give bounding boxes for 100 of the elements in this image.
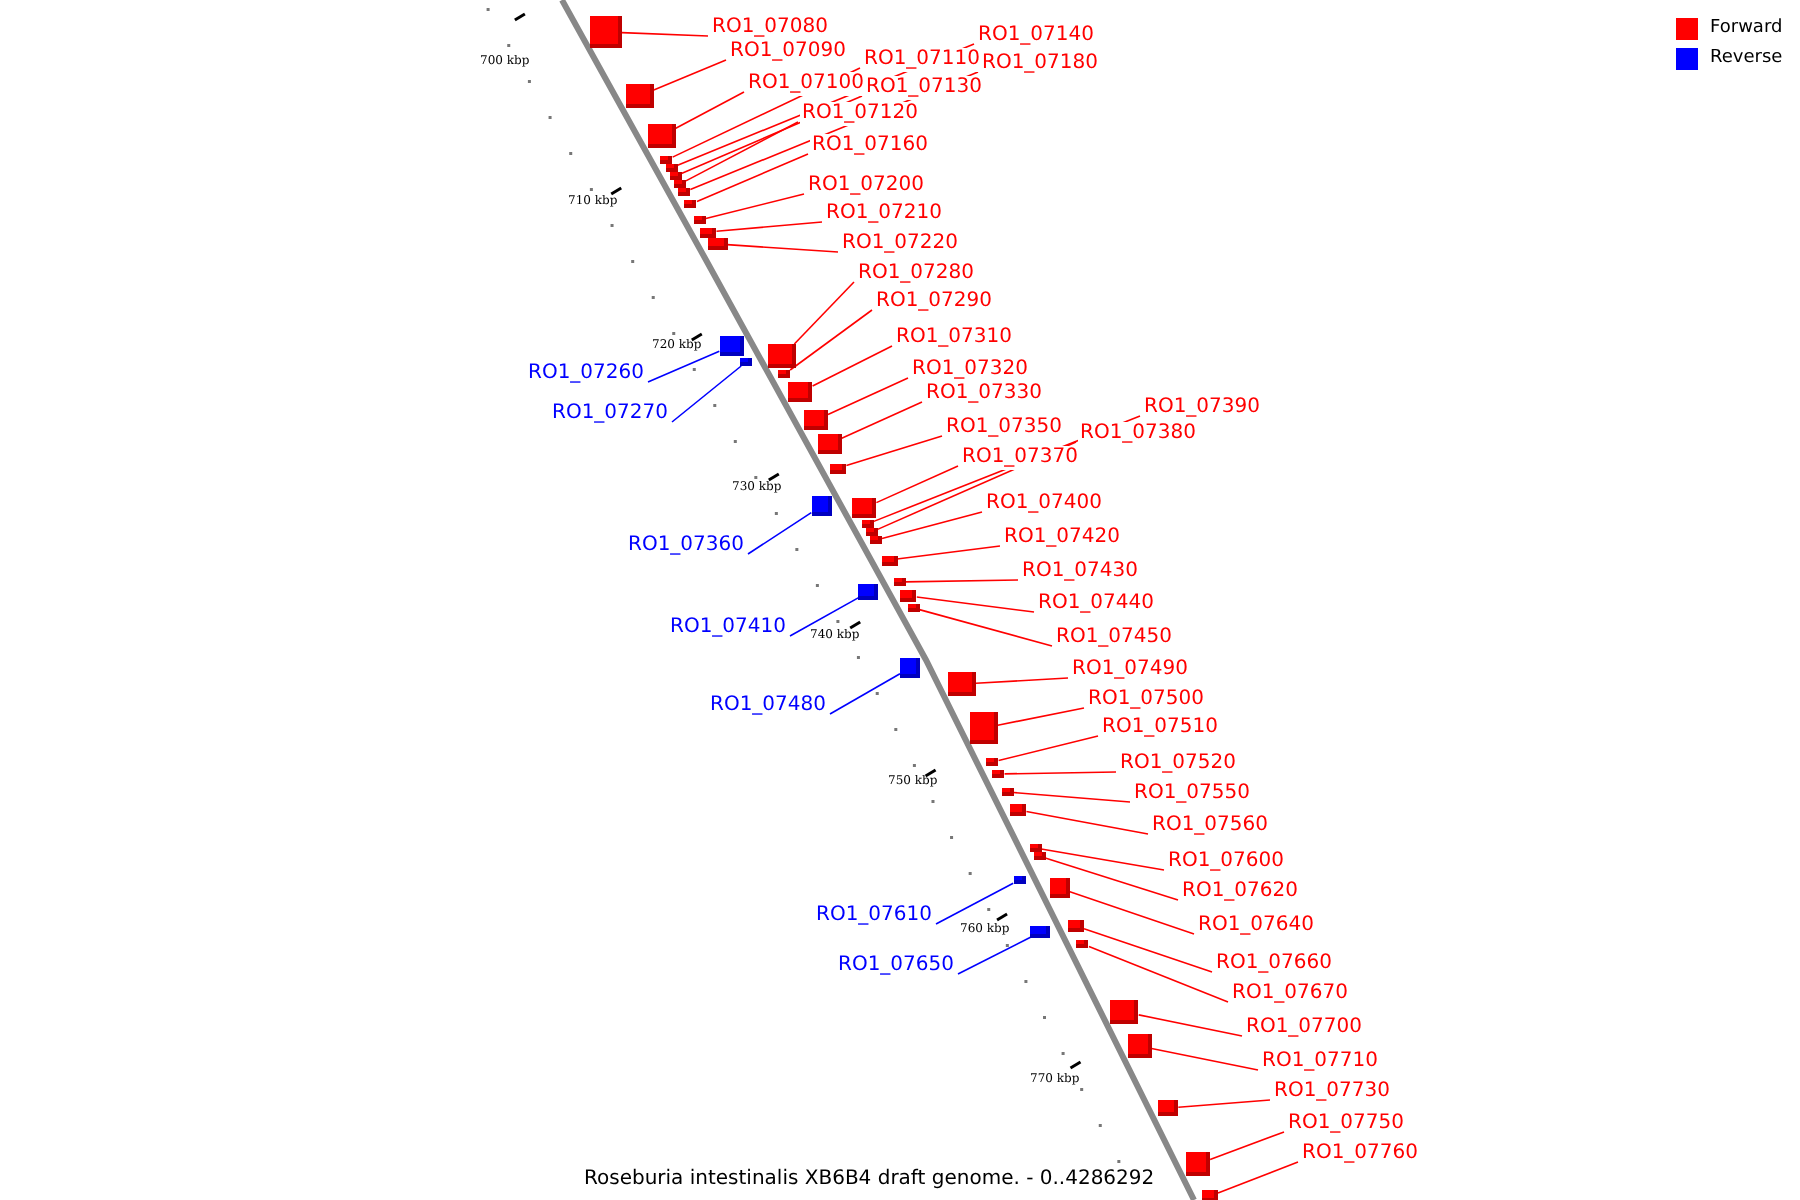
leader-line bbox=[827, 377, 909, 416]
gene-block bbox=[778, 370, 791, 378]
gene-label: RO1_07100 bbox=[746, 72, 866, 96]
gene-block bbox=[1186, 1152, 1211, 1176]
gene-label: RO1_07200 bbox=[806, 174, 926, 198]
gene-label: RO1_07400 bbox=[984, 492, 1104, 516]
leader-line bbox=[1209, 1131, 1285, 1161]
gene-label: RO1_07750 bbox=[1286, 1112, 1406, 1136]
leader-line bbox=[1040, 848, 1165, 871]
gene-label: RO1_07130 bbox=[864, 76, 984, 100]
gene-label: RO1_07480 bbox=[708, 694, 828, 718]
leader-line bbox=[647, 350, 721, 383]
gene-block bbox=[707, 238, 728, 250]
leader-line bbox=[1068, 890, 1195, 935]
leader-line bbox=[1012, 791, 1131, 803]
leader-line bbox=[896, 545, 1001, 560]
gene-label: RO1_07710 bbox=[1260, 1050, 1380, 1074]
gene-block bbox=[665, 164, 678, 172]
gene-label: RO1_07700 bbox=[1244, 1016, 1364, 1040]
caption: Roseburia intestinalis XB6B4 draft genome. - 0..4286292 bbox=[580, 1168, 1159, 1190]
leader-line bbox=[674, 91, 745, 130]
legend-label: Reverse bbox=[1710, 48, 1783, 68]
gene-block bbox=[1030, 926, 1051, 938]
gene-block bbox=[881, 555, 897, 565]
gene-label: RO1_07260 bbox=[526, 362, 646, 386]
gene-block bbox=[947, 672, 976, 696]
leader-line bbox=[652, 59, 727, 91]
gene-block bbox=[1033, 852, 1046, 860]
gene-label: RO1_07350 bbox=[944, 416, 1064, 440]
gene-label: RO1_07560 bbox=[1150, 814, 1270, 838]
leader-line bbox=[1137, 1014, 1243, 1037]
legend-label: Forward bbox=[1710, 18, 1783, 38]
gene-block bbox=[693, 216, 706, 224]
leader-line bbox=[1150, 1047, 1259, 1071]
leader-line bbox=[811, 345, 893, 387]
gene-block bbox=[589, 16, 622, 48]
leader-line bbox=[726, 243, 839, 253]
gene-label: RO1_07160 bbox=[810, 134, 930, 158]
leader-line bbox=[881, 511, 983, 540]
gene-label: RO1_07520 bbox=[1118, 752, 1238, 776]
gene-block bbox=[1076, 940, 1089, 948]
gene-block bbox=[986, 758, 999, 766]
gene-block bbox=[647, 124, 676, 148]
leader-line bbox=[997, 735, 1099, 762]
gene-label: RO1_07510 bbox=[1100, 716, 1220, 740]
gene-block bbox=[1049, 878, 1070, 898]
gene-label: RO1_07670 bbox=[1230, 982, 1350, 1006]
gene-block bbox=[1029, 844, 1042, 852]
leader-line bbox=[1088, 945, 1229, 1003]
gene-label: RO1_07310 bbox=[894, 326, 1014, 350]
gene-label: RO1_07090 bbox=[728, 40, 848, 64]
gene-label: RO1_07180 bbox=[980, 52, 1100, 76]
leader-line bbox=[1083, 927, 1213, 973]
leader-line bbox=[957, 936, 1032, 975]
gene-block bbox=[660, 156, 673, 164]
leader-line bbox=[696, 153, 809, 203]
gene-label: RO1_07370 bbox=[960, 446, 1080, 470]
leader-line bbox=[829, 672, 901, 715]
gene-block bbox=[788, 382, 813, 402]
gene-label: RO1_07760 bbox=[1300, 1142, 1420, 1166]
gene-block bbox=[719, 336, 744, 356]
leader-line bbox=[845, 435, 943, 467]
gene-label: RO1_07550 bbox=[1132, 782, 1252, 806]
gene-block bbox=[992, 770, 1005, 778]
gene-block bbox=[1158, 1100, 1179, 1116]
gene-block bbox=[893, 578, 906, 586]
gene-block bbox=[1127, 1034, 1152, 1058]
gene-label: RO1_07080 bbox=[710, 16, 830, 40]
leader-line bbox=[1003, 771, 1117, 775]
leader-line bbox=[1025, 810, 1149, 835]
leader-line bbox=[918, 608, 1053, 647]
gene-block bbox=[900, 590, 917, 602]
gene-label: RO1_07280 bbox=[856, 262, 976, 286]
gene-label: RO1_07410 bbox=[668, 616, 788, 640]
leader-line bbox=[1044, 857, 1179, 901]
gene-block bbox=[740, 358, 753, 366]
leader-line bbox=[747, 511, 813, 555]
gene-block bbox=[1110, 1000, 1139, 1024]
gene-label: RO1_07660 bbox=[1214, 952, 1334, 976]
gene-label: RO1_07360 bbox=[626, 534, 746, 558]
gene-label: RO1_07270 bbox=[550, 402, 670, 426]
gene-label: RO1_07420 bbox=[1002, 526, 1122, 550]
gene-label: RO1_07120 bbox=[800, 102, 920, 126]
gene-label: RO1_07600 bbox=[1166, 850, 1286, 874]
gene-block bbox=[1068, 920, 1084, 932]
gene-label: RO1_07210 bbox=[824, 202, 944, 226]
leader-line bbox=[685, 121, 799, 182]
gene-block bbox=[852, 498, 877, 518]
leader-line bbox=[620, 31, 709, 37]
gene-block bbox=[700, 227, 717, 237]
gene-label: RO1_07380 bbox=[1078, 422, 1198, 446]
leader-line bbox=[715, 221, 823, 233]
gene-label: RO1_07500 bbox=[1086, 688, 1206, 712]
leader-line bbox=[916, 596, 1035, 613]
leader-line bbox=[789, 309, 873, 371]
gene-block bbox=[811, 496, 832, 516]
gene-label: RO1_07140 bbox=[976, 24, 1096, 48]
gene-label: RO1_07640 bbox=[1196, 914, 1316, 938]
leader-line bbox=[840, 401, 923, 440]
gene-block bbox=[1202, 1190, 1218, 1200]
